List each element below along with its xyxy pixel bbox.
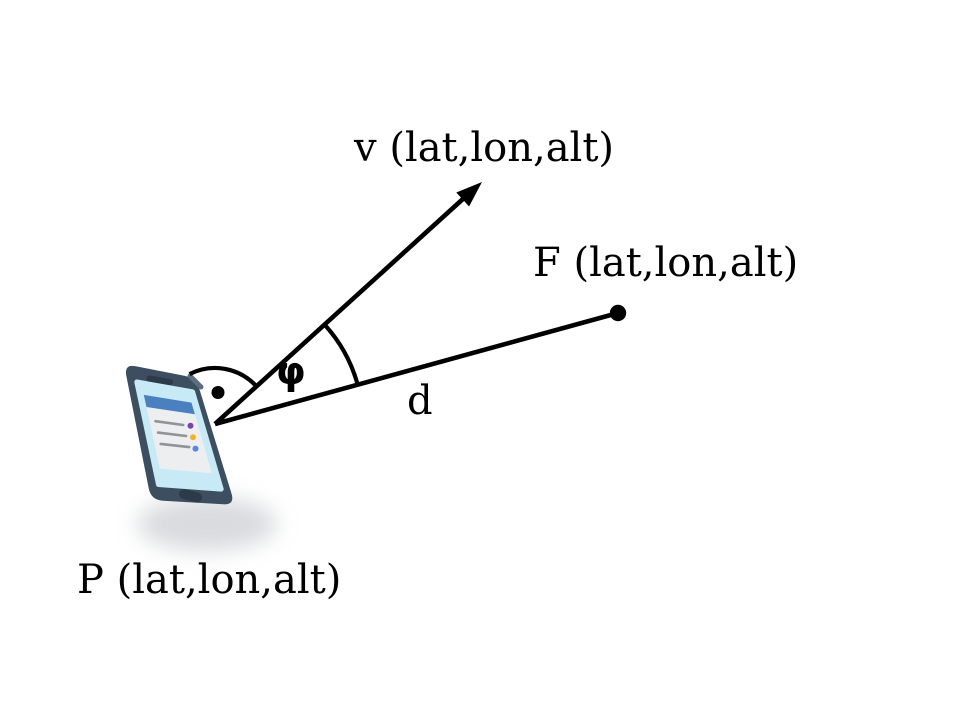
list-line — [159, 442, 191, 449]
arrowhead-icon — [456, 182, 482, 207]
label-angle-phi: φ — [276, 349, 306, 393]
label-distance-d: d — [407, 378, 433, 424]
label-point-f: F (lat,lon,alt) — [533, 240, 799, 286]
list-dot-yellow — [190, 434, 196, 441]
phone-shadow — [137, 497, 277, 551]
line-p-to-f — [214, 310, 619, 427]
list-dot-blue — [192, 445, 199, 452]
point-f-dot — [609, 304, 627, 322]
list-line — [156, 431, 188, 438]
list-line — [154, 419, 185, 427]
smartphone-icon — [125, 365, 233, 505]
label-point-p: P (lat,lon,alt) — [77, 557, 342, 603]
device-orientation-arc — [188, 365, 259, 388]
orientation-angle-dot — [211, 386, 225, 399]
phone-list-lines — [154, 419, 191, 449]
phone-header-bar — [143, 394, 195, 415]
phone-speaker — [146, 375, 173, 385]
phone-home-button — [179, 489, 202, 503]
list-dot-purple — [187, 422, 194, 429]
vector-v-line — [213, 196, 466, 426]
phone-bevel-highlight — [187, 373, 204, 390]
angle-phi-arc — [323, 323, 360, 386]
label-vector-v: v (lat,lon,alt) — [354, 125, 615, 171]
